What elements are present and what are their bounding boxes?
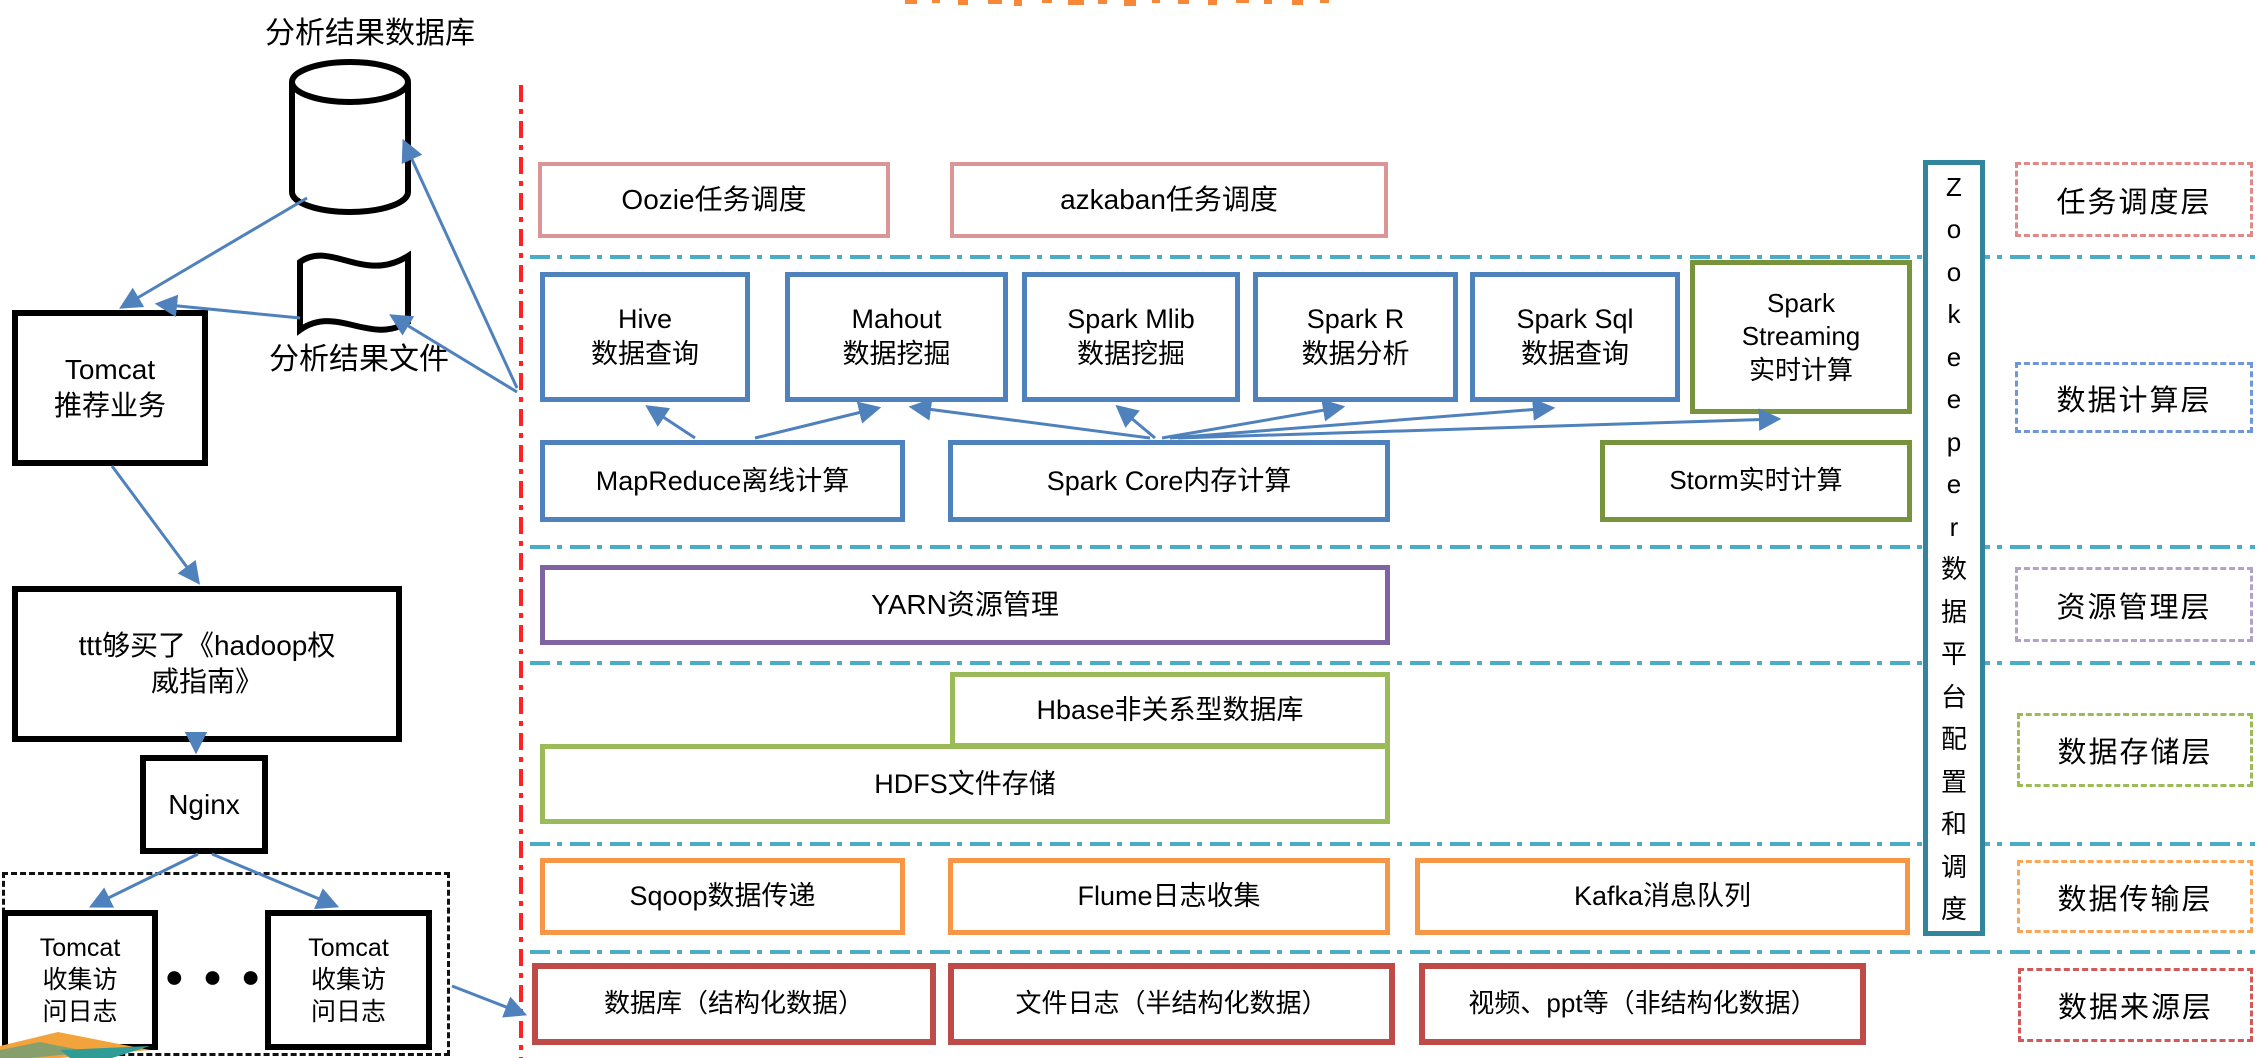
tomcat-log-box-1: Tomcat 收集访 问日志: [2, 910, 158, 1050]
storm-box: Storm实时计算: [1600, 440, 1912, 522]
hbase-box: Hbase非关系型数据库: [950, 672, 1390, 748]
layer-separator-4: [530, 842, 2255, 846]
nginx-box: Nginx: [140, 755, 268, 854]
hdfs-box: HDFS文件存储: [540, 744, 1390, 824]
source-db-box: 数据库（结构化数据）: [532, 963, 936, 1045]
tomcat-log-box-2: Tomcat 收集访 问日志: [265, 910, 432, 1050]
layer-label-source: 数据来源层: [2018, 968, 2253, 1042]
result-db-label: 分析结果数据库: [265, 17, 475, 50]
kafka-box: Kafka消息队列: [1415, 858, 1910, 935]
zookeeper-vertical-text: Z o o k e e p e r 数 据 平 台 配 置 和 调 度: [1940, 171, 1967, 925]
tomcat-app-box: Tomcat 推荐业务: [12, 310, 208, 466]
spark-sql-box: Spark Sql 数据查询: [1470, 272, 1680, 402]
mahout-box: Mahout 数据挖掘: [785, 272, 1008, 402]
zookeeper-bar: Z o o k e e p e r 数 据 平 台 配 置 和 调 度: [1923, 160, 1985, 936]
layer-separator-3: [530, 661, 2255, 665]
layer-separator-1: [530, 255, 2255, 259]
layer-separator-2: [530, 545, 2255, 549]
spark-r-box: Spark R 数据分析: [1253, 272, 1458, 402]
hive-box: Hive 数据查询: [540, 272, 750, 402]
result-db-cylinder-icon: [289, 59, 411, 215]
result-file-label: 分析结果文件: [269, 343, 449, 376]
layer-label-storage: 数据存储层: [2017, 713, 2253, 787]
source-video-box: 视频、ppt等（非结构化数据）: [1419, 963, 1866, 1045]
layer-separator-5: [530, 950, 2255, 954]
spark-core-box: Spark Core内存计算: [948, 440, 1390, 522]
yarn-box: YARN资源管理: [540, 565, 1390, 645]
ellipsis-dots: ● ● ●: [164, 958, 266, 994]
spark-mlib-box: Spark Mlib 数据挖掘: [1022, 272, 1240, 402]
oozie-box: Oozie任务调度: [538, 162, 890, 238]
layer-label-transport: 数据传输层: [2017, 860, 2253, 933]
result-file-flag-icon: [297, 250, 411, 336]
flume-box: Flume日志收集: [948, 858, 1390, 935]
layer-label-compute: 数据计算层: [2015, 362, 2253, 433]
red-divider-line: [519, 85, 523, 1058]
layer-label-scheduling: 任务调度层: [2015, 162, 2253, 237]
source-filelog-box: 文件日志（半结构化数据）: [948, 963, 1395, 1045]
spark-streaming-box: Spark Streaming 实时计算: [1690, 260, 1912, 414]
cropped-title-fragment: [905, 0, 1329, 6]
azkaban-box: azkaban任务调度: [950, 162, 1388, 238]
layer-label-resource: 资源管理层: [2015, 567, 2253, 642]
mapreduce-box: MapReduce离线计算: [540, 440, 905, 522]
book-box: ttt够买了《hadoop权 威指南》: [12, 586, 402, 742]
sqoop-box: Sqoop数据传递: [540, 858, 905, 935]
